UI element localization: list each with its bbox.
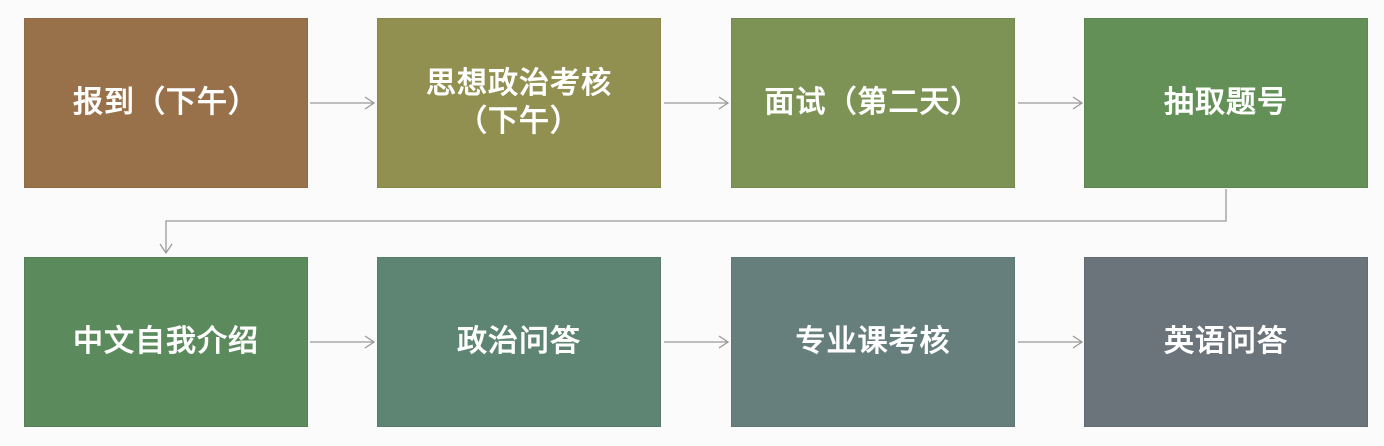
- arrow-step2-to-step3: [664, 96, 730, 110]
- step-2-box: 思想政治考核 （下午）: [377, 18, 661, 188]
- step-1-box: 报到（下午）: [24, 18, 308, 188]
- step-2-label: 思想政治考核 （下午）: [426, 66, 612, 139]
- arrow-step5-to-step6: [310, 335, 376, 349]
- step-7-label: 专业课考核: [795, 324, 951, 359]
- step-3-label: 面试（第二天）: [764, 85, 982, 120]
- step-1-label: 报到（下午）: [73, 85, 259, 120]
- arrow-step7-to-step8: [1018, 335, 1084, 349]
- arrow-step3-to-step4: [1018, 96, 1084, 110]
- step-8-label: 英语问答: [1164, 324, 1288, 359]
- step-6-box: 政治问答: [377, 257, 661, 427]
- arrow-step4-to-step5: [159, 189, 1227, 255]
- step-5-box: 中文自我介绍: [24, 257, 308, 427]
- step-6-label: 政治问答: [457, 324, 581, 359]
- step-7-box: 专业课考核: [731, 257, 1015, 427]
- step-5-label: 中文自我介绍: [73, 324, 259, 359]
- arrow-step6-to-step7: [664, 335, 730, 349]
- step-4-box: 抽取题号: [1084, 18, 1368, 188]
- arrow-step1-to-step2: [310, 96, 376, 110]
- step-4-label: 抽取题号: [1164, 85, 1288, 120]
- step-3-box: 面试（第二天）: [731, 18, 1015, 188]
- step-8-box: 英语问答: [1084, 257, 1368, 427]
